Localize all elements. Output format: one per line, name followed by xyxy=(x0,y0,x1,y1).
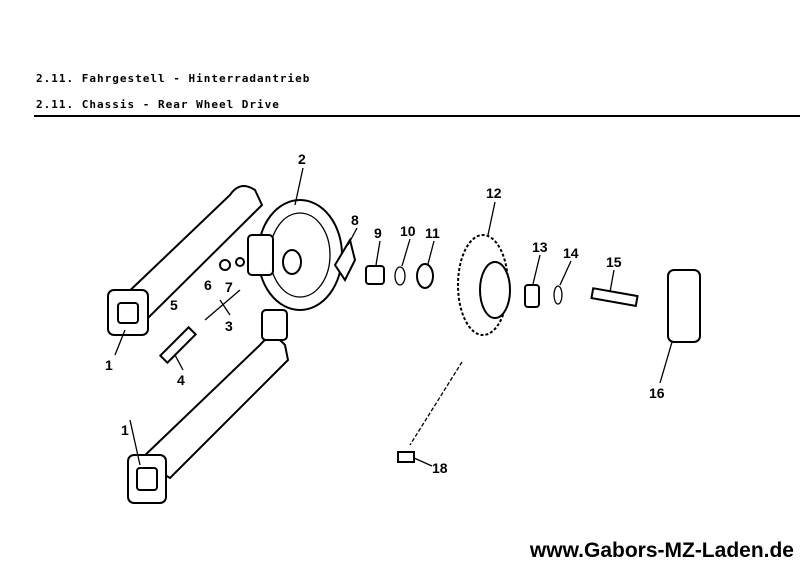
snap-ring-drawing xyxy=(553,285,563,305)
rubber-damper-drawing xyxy=(667,269,701,343)
title-german: 2.11. Fahrgestell - Hinterradantrieb xyxy=(36,72,311,85)
swingarm-upper-drawing xyxy=(107,185,264,336)
callout-13: 13 xyxy=(532,239,548,255)
callout-7: 7 xyxy=(225,279,233,295)
bracket-drawing xyxy=(333,237,357,282)
callout-11: 11 xyxy=(425,225,440,241)
callout-12: 12 xyxy=(486,185,502,201)
callout-16: 16 xyxy=(649,385,665,401)
callout-15: 15 xyxy=(606,254,622,270)
spindle-drawing xyxy=(158,325,198,365)
callout-6: 6 xyxy=(204,277,212,293)
shaft-drawing xyxy=(590,287,639,308)
callout-3: 3 xyxy=(225,318,233,334)
callout-2: 2 xyxy=(298,151,306,167)
callout-5: 5 xyxy=(170,297,178,313)
callout-9: 9 xyxy=(374,225,382,241)
bearing-drawing xyxy=(416,263,434,289)
callout-18: 18 xyxy=(432,460,448,476)
bearing-sleeve-drawing xyxy=(524,284,540,308)
chain-link-drawing xyxy=(397,451,415,463)
bushing-drawing xyxy=(365,265,385,285)
chain-case-drawing xyxy=(247,199,343,341)
callout-14: 14 xyxy=(563,245,579,261)
chain-drawing xyxy=(409,361,463,446)
swingarm-lower-drawing xyxy=(127,336,290,504)
axle-rod-drawing xyxy=(204,289,241,321)
callout-8: 8 xyxy=(351,212,359,228)
watermark-url: www.Gabors-MZ-Laden.de xyxy=(529,539,794,562)
callout-10: 10 xyxy=(400,223,416,239)
title-english: 2.11. Chassis - Rear Wheel Drive xyxy=(36,98,280,111)
circlip-drawing xyxy=(394,266,406,286)
callout-1-upper: 1 xyxy=(105,357,113,373)
nut-drawing xyxy=(219,259,231,271)
washer-drawing xyxy=(235,257,245,267)
leader-lines xyxy=(114,167,673,467)
header-divider xyxy=(34,115,800,117)
callout-4: 4 xyxy=(177,372,185,388)
callout-1-lower: 1 xyxy=(121,422,129,438)
